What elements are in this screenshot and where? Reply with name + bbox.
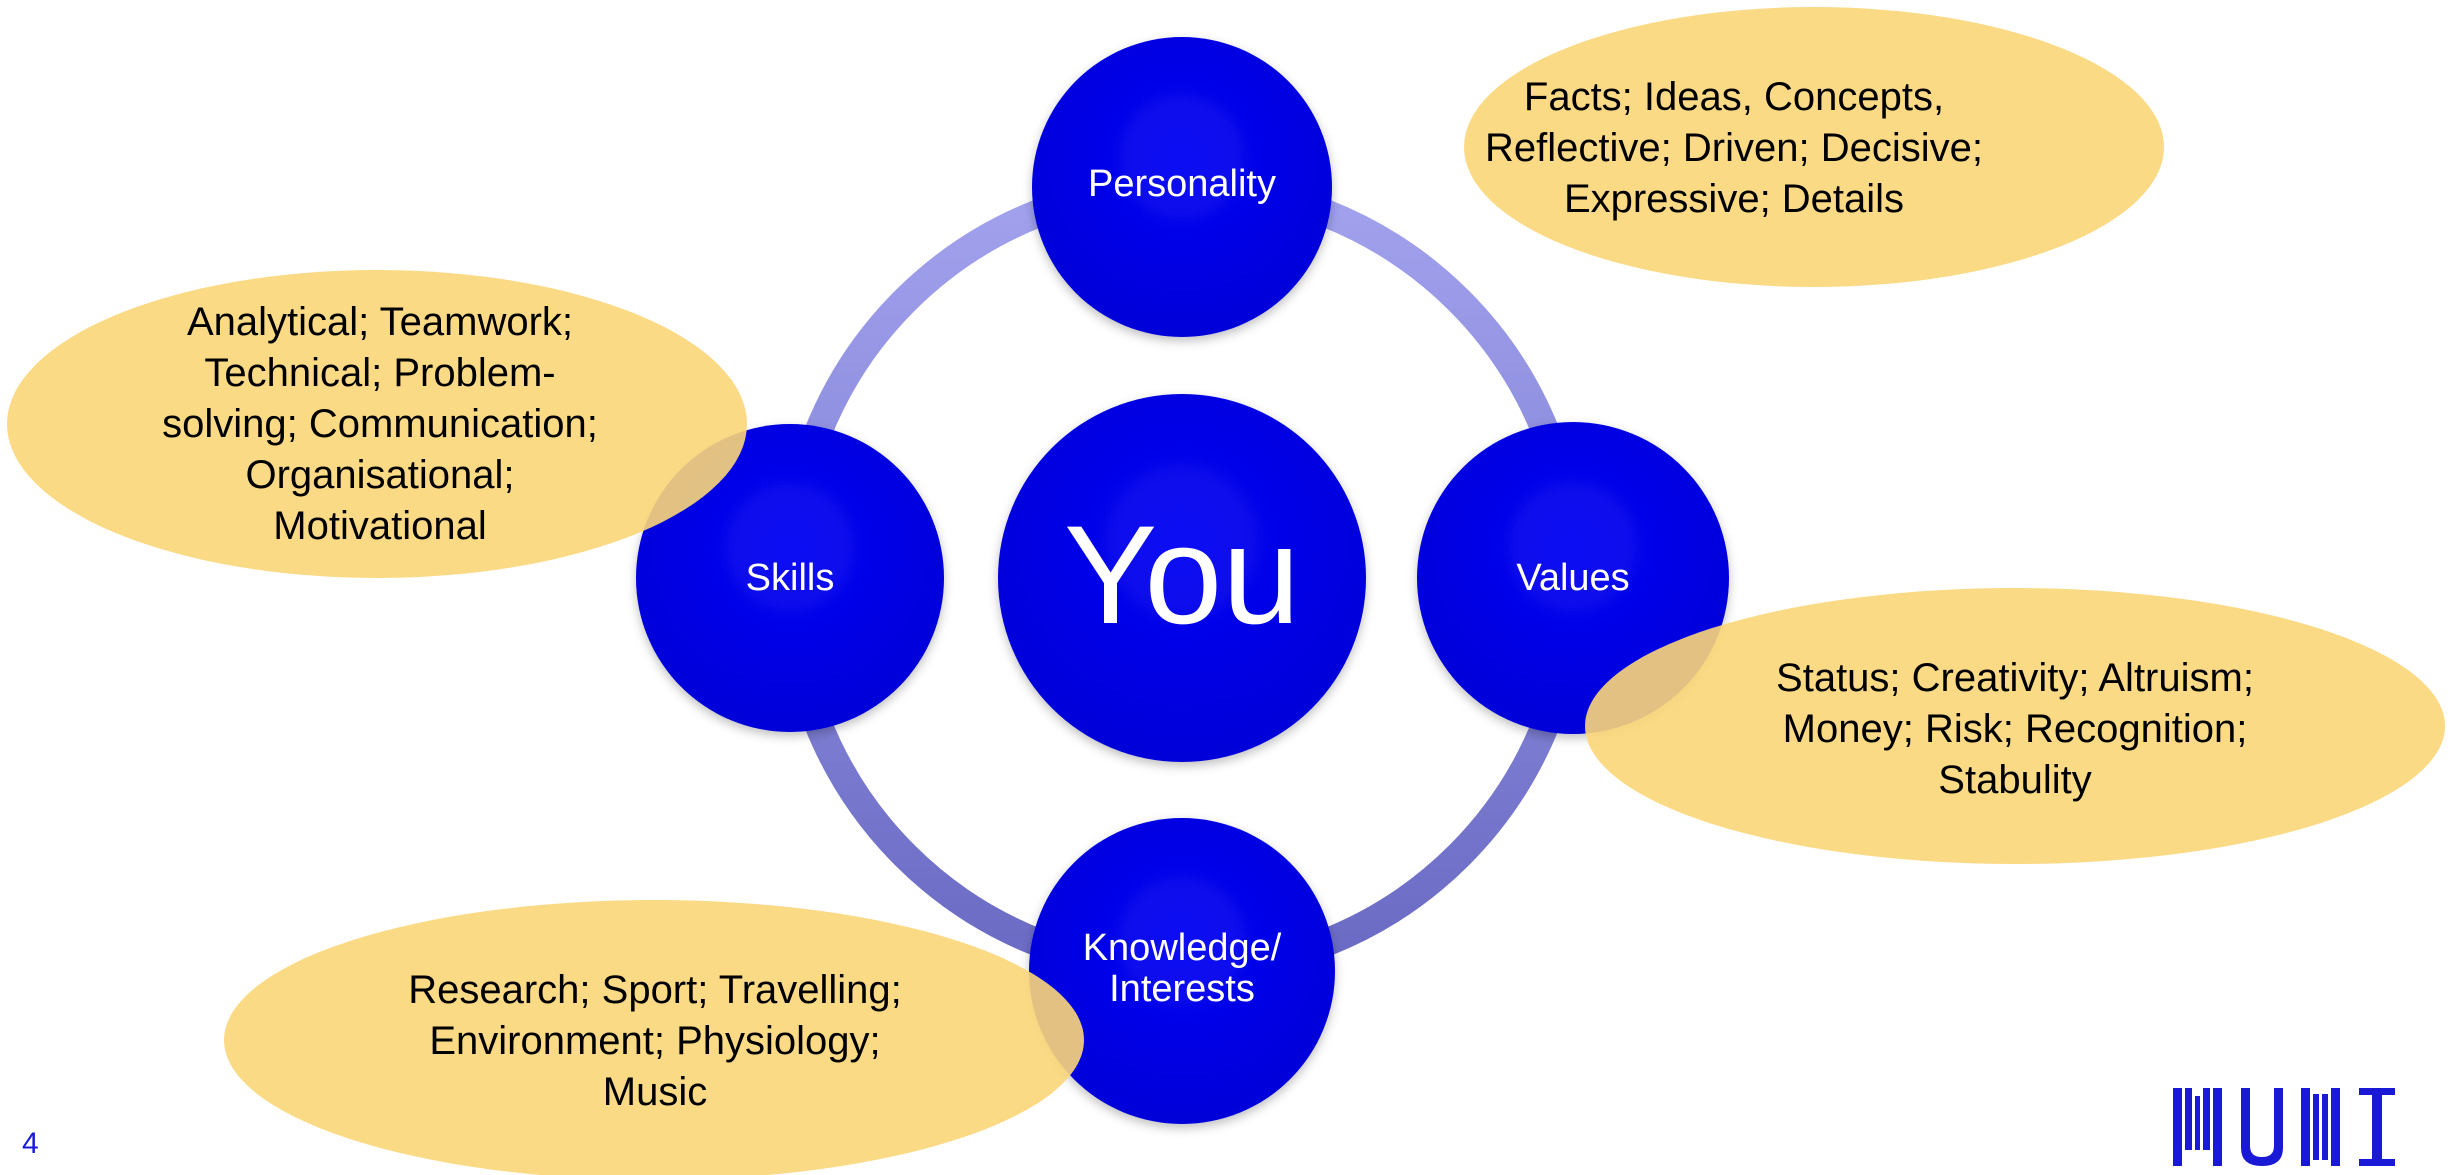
skills-callout-text: Analytical; Teamwork; Technical; Problem…	[162, 300, 598, 548]
muni-logo	[2173, 1088, 2395, 1166]
skills-label: Skills	[745, 557, 835, 599]
personality-callout-text: Facts; Ideas, Concepts, Reflective; Driv…	[1485, 75, 1983, 221]
knowledge-circle	[1029, 818, 1335, 1124]
values-callout-ellipse	[1585, 588, 2445, 864]
skills-circle	[636, 424, 944, 732]
values-label: Values	[1516, 557, 1630, 599]
knowledge-callout-text: Research; Sport; Travelling; Environment…	[408, 968, 902, 1114]
center-circle	[998, 394, 1366, 762]
personality-circle	[1032, 37, 1332, 337]
page-number: 4	[22, 1127, 39, 1160]
skills-callout-ellipse	[7, 270, 747, 578]
center-label: You	[1063, 496, 1301, 653]
personality-callout-ellipse	[1464, 7, 2164, 287]
knowledge-callout-ellipse	[224, 900, 1084, 1175]
personality-label: Personality	[1088, 163, 1276, 205]
knowledge-label: Knowledge/ Interests	[1082, 927, 1282, 1010]
values-callout-text: Status; Creativity; Altruism; Money; Ris…	[1776, 656, 2254, 802]
